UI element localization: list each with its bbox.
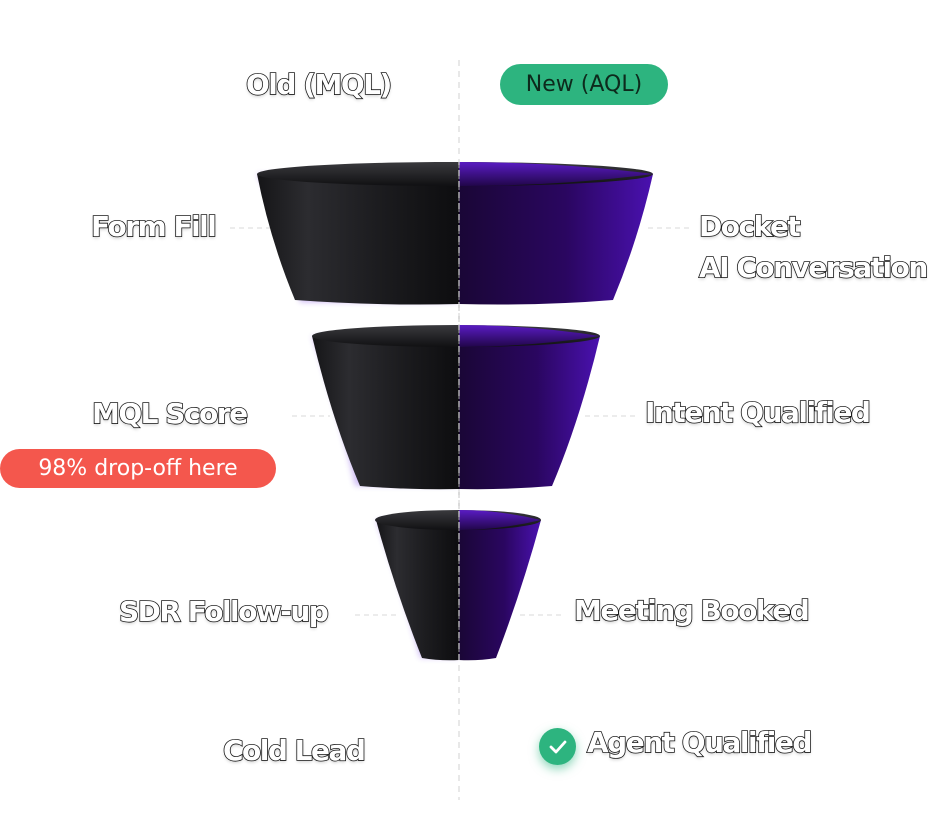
old-outcome-cold-lead: Cold Lead	[222, 734, 367, 767]
new-outcome-agent-qualified: Agent Qualified	[586, 726, 813, 759]
check-circle-icon	[539, 728, 576, 765]
funnel-tier-1	[257, 162, 653, 305]
funnel-tier-2	[312, 325, 600, 490]
old-stage-mql-score: MQL Score	[91, 397, 249, 430]
old-stage-form-fill: Form Fill	[90, 210, 218, 243]
new-stage-docket: Docket	[698, 210, 801, 243]
new-stage-intent-qualified: Intent Qualified	[644, 396, 872, 429]
funnel-tier-3	[375, 510, 541, 661]
old-column-title: Old (MQL)	[245, 68, 393, 101]
old-stage-sdr-follow-up: SDR Follow-up	[118, 595, 329, 628]
new-column-badge: New (AQL)	[500, 64, 668, 105]
new-stage-meeting-booked: Meeting Booked	[573, 594, 810, 627]
new-stage-ai-conversation: AI Conversation	[698, 251, 929, 284]
dropoff-callout: 98% drop-off here	[0, 449, 276, 488]
